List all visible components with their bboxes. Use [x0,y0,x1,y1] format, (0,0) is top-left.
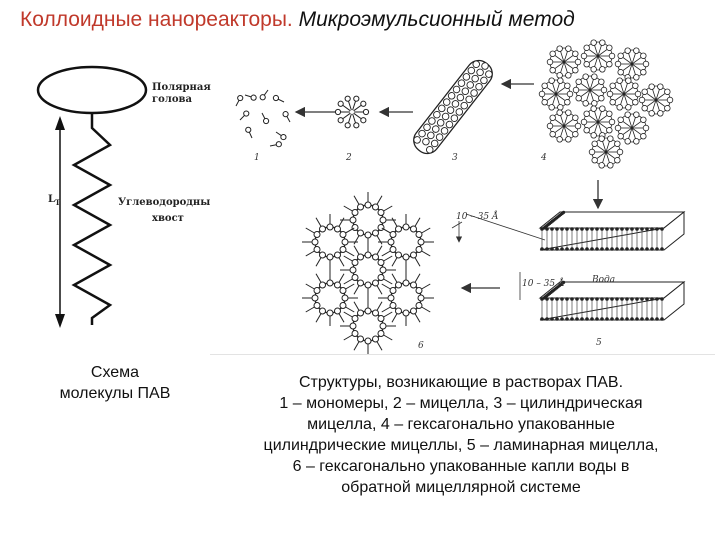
structure-number-2: 2 [345,153,352,163]
structures-caption-line: 6 – гексагонально упакованные капли воды… [292,458,630,475]
structure-number-1: 1 [254,153,260,163]
molecule-caption: Схема молекулы ПАВ [30,362,200,404]
water-label: Вода [591,275,615,285]
tail-label-2: хвост [152,213,184,224]
structure-6-reverse-micelles [302,192,434,354]
structures-caption-line: Структуры, возникающие в растворах ПАВ. [298,374,624,391]
polar-head [36,65,148,115]
structure-number-4: 4 [540,153,547,163]
structure-number-6: 6 [418,341,424,351]
polar-head-label-2: голова [152,94,192,105]
structure-3-cylinder [413,59,493,155]
length-label: LT [48,194,61,207]
title-part-2: Микроэмульсионный метод [298,8,575,31]
structure-1-monomers [235,89,291,148]
structures-caption-line: мицелла, 4 – гексагонально упакованные [307,416,615,433]
structure-number-3: 3 [452,153,458,163]
structure-number-5: 5 [596,338,602,348]
caption-divider [210,354,715,355]
structure-5-lamellar: 10 – 35 Å 10 – 35 Å Вода [451,210,686,321]
surfactant-molecule: LT Полярная голова Углеводородны хвост [36,65,211,328]
structures-caption: Структуры, возникающие в растворах ПАВ. … [207,372,715,498]
molecule-caption-line: молекулы ПАВ [59,385,171,402]
molecule-caption-line: Схема [90,364,140,381]
title-part-1: Коллоидные нанореакторы. [20,8,293,31]
structures-caption-line: обратной мицеллярной системе [341,479,581,496]
dimension-label-2: 10 – 35 Å [522,277,565,289]
dimension-label-1: 10 – 35 Å [456,210,499,222]
hydrocarbon-tail [71,113,113,325]
tail-label-1: Углеводородны [118,197,210,208]
structure-4-hexagonal-cylinders [538,39,674,169]
polar-head-label-1: Полярная [152,82,211,93]
slide-title: Коллоидные нанореакторы. Микроэмульсионн… [20,8,575,32]
structures-caption-line: цилиндрические мицеллы, 5 – ламинарная м… [263,437,659,454]
structure-2-micelle [334,95,370,129]
structures-caption-line: 1 – мономеры, 2 – мицелла, 3 – цилиндрич… [279,395,643,412]
